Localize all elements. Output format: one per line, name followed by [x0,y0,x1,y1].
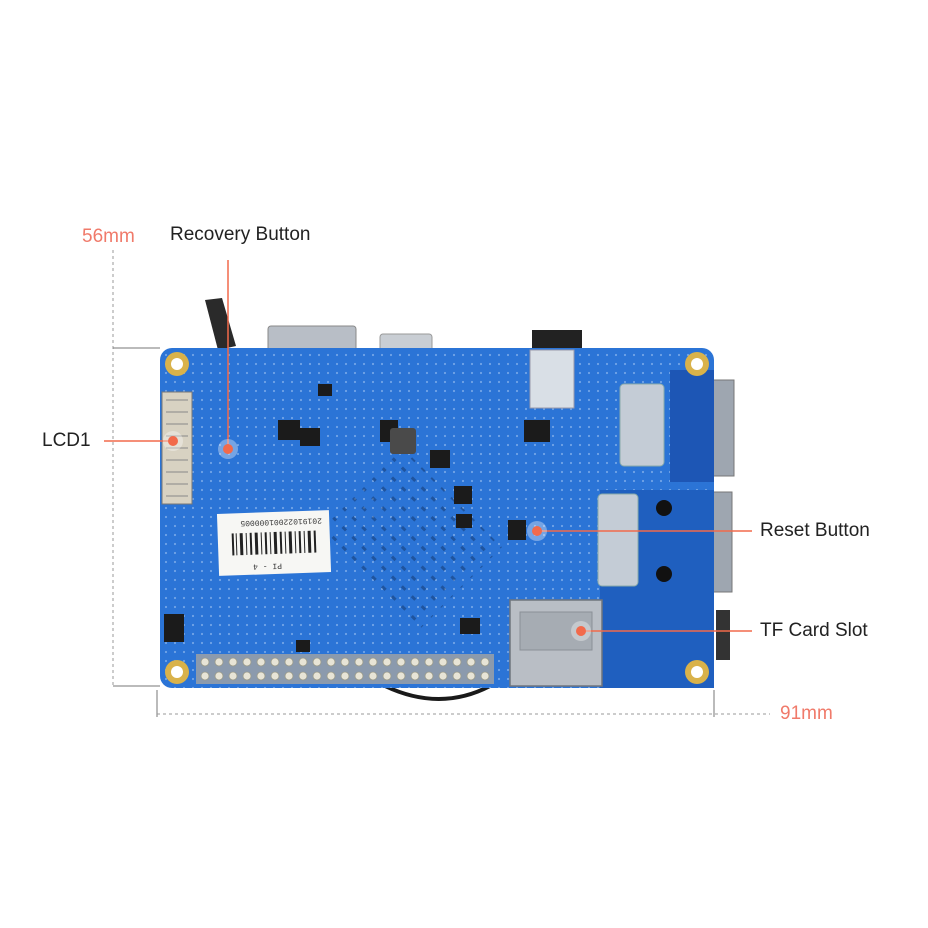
side-ports [711,379,735,660]
recovery-button-callout [218,260,238,459]
tf-card-slot-label: TF Card Slot [760,620,868,641]
audio-jack-area [529,349,575,409]
lcd1-callout [104,431,183,451]
sticker-model: PI - 4 [253,561,282,571]
barcode [231,530,317,556]
sticker-serial: 20191022001000005 [240,515,322,527]
reset-button-label: Reset Button [760,520,870,541]
recovery-button-label: Recovery Button [170,224,311,245]
top-connectors [205,298,582,357]
mounting-holes [165,352,709,684]
lcd-connector-pins [166,399,188,497]
dimension-ticks [113,347,715,717]
inductor [390,428,416,454]
soc-area [318,448,502,632]
socket-outlines [597,383,665,587]
chips [164,384,550,652]
pcb-usb-region [670,370,714,482]
height-dimension-label: 56mm [82,226,135,247]
socket-posts [656,500,672,582]
width-dimension-label: 91mm [780,703,833,724]
tf-card-slot-callout [571,621,752,641]
lcd1-label: LCD1 [42,430,91,451]
battery-cable [384,684,491,701]
gpio-pins [200,657,490,681]
reset-button-callout [527,521,752,541]
